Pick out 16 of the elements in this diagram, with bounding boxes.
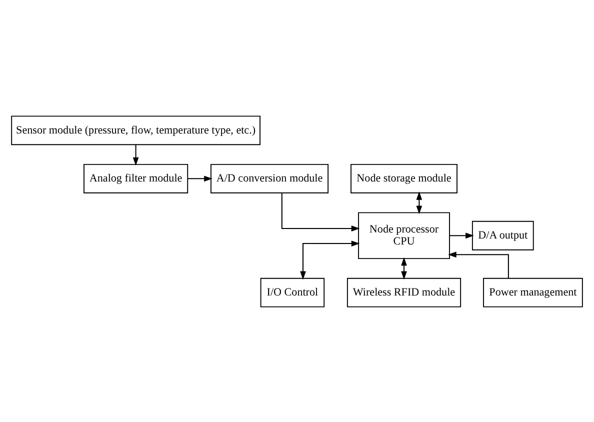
- arrow: [448, 251, 509, 278]
- node-box: I/O Control: [260, 277, 325, 307]
- arrow: [450, 232, 474, 238]
- node-box: A/D conversion module: [210, 163, 329, 193]
- arrow: [416, 190, 422, 214]
- node-box: Node storage module: [350, 163, 458, 193]
- node-box: Power management: [483, 277, 583, 307]
- node-box: D/A output: [472, 220, 534, 250]
- arrow: [281, 192, 360, 231]
- node-box: Sensor module (pressure, flow, temperature type, etc.): [11, 115, 260, 145]
- node-box: Wireless RFID module: [346, 277, 462, 307]
- arrow: [132, 144, 139, 166]
- arrow: [300, 240, 360, 280]
- node-box: Node processor CPU: [358, 212, 450, 259]
- arrow: [188, 175, 212, 182]
- node-box: Analog filter module: [84, 163, 188, 193]
